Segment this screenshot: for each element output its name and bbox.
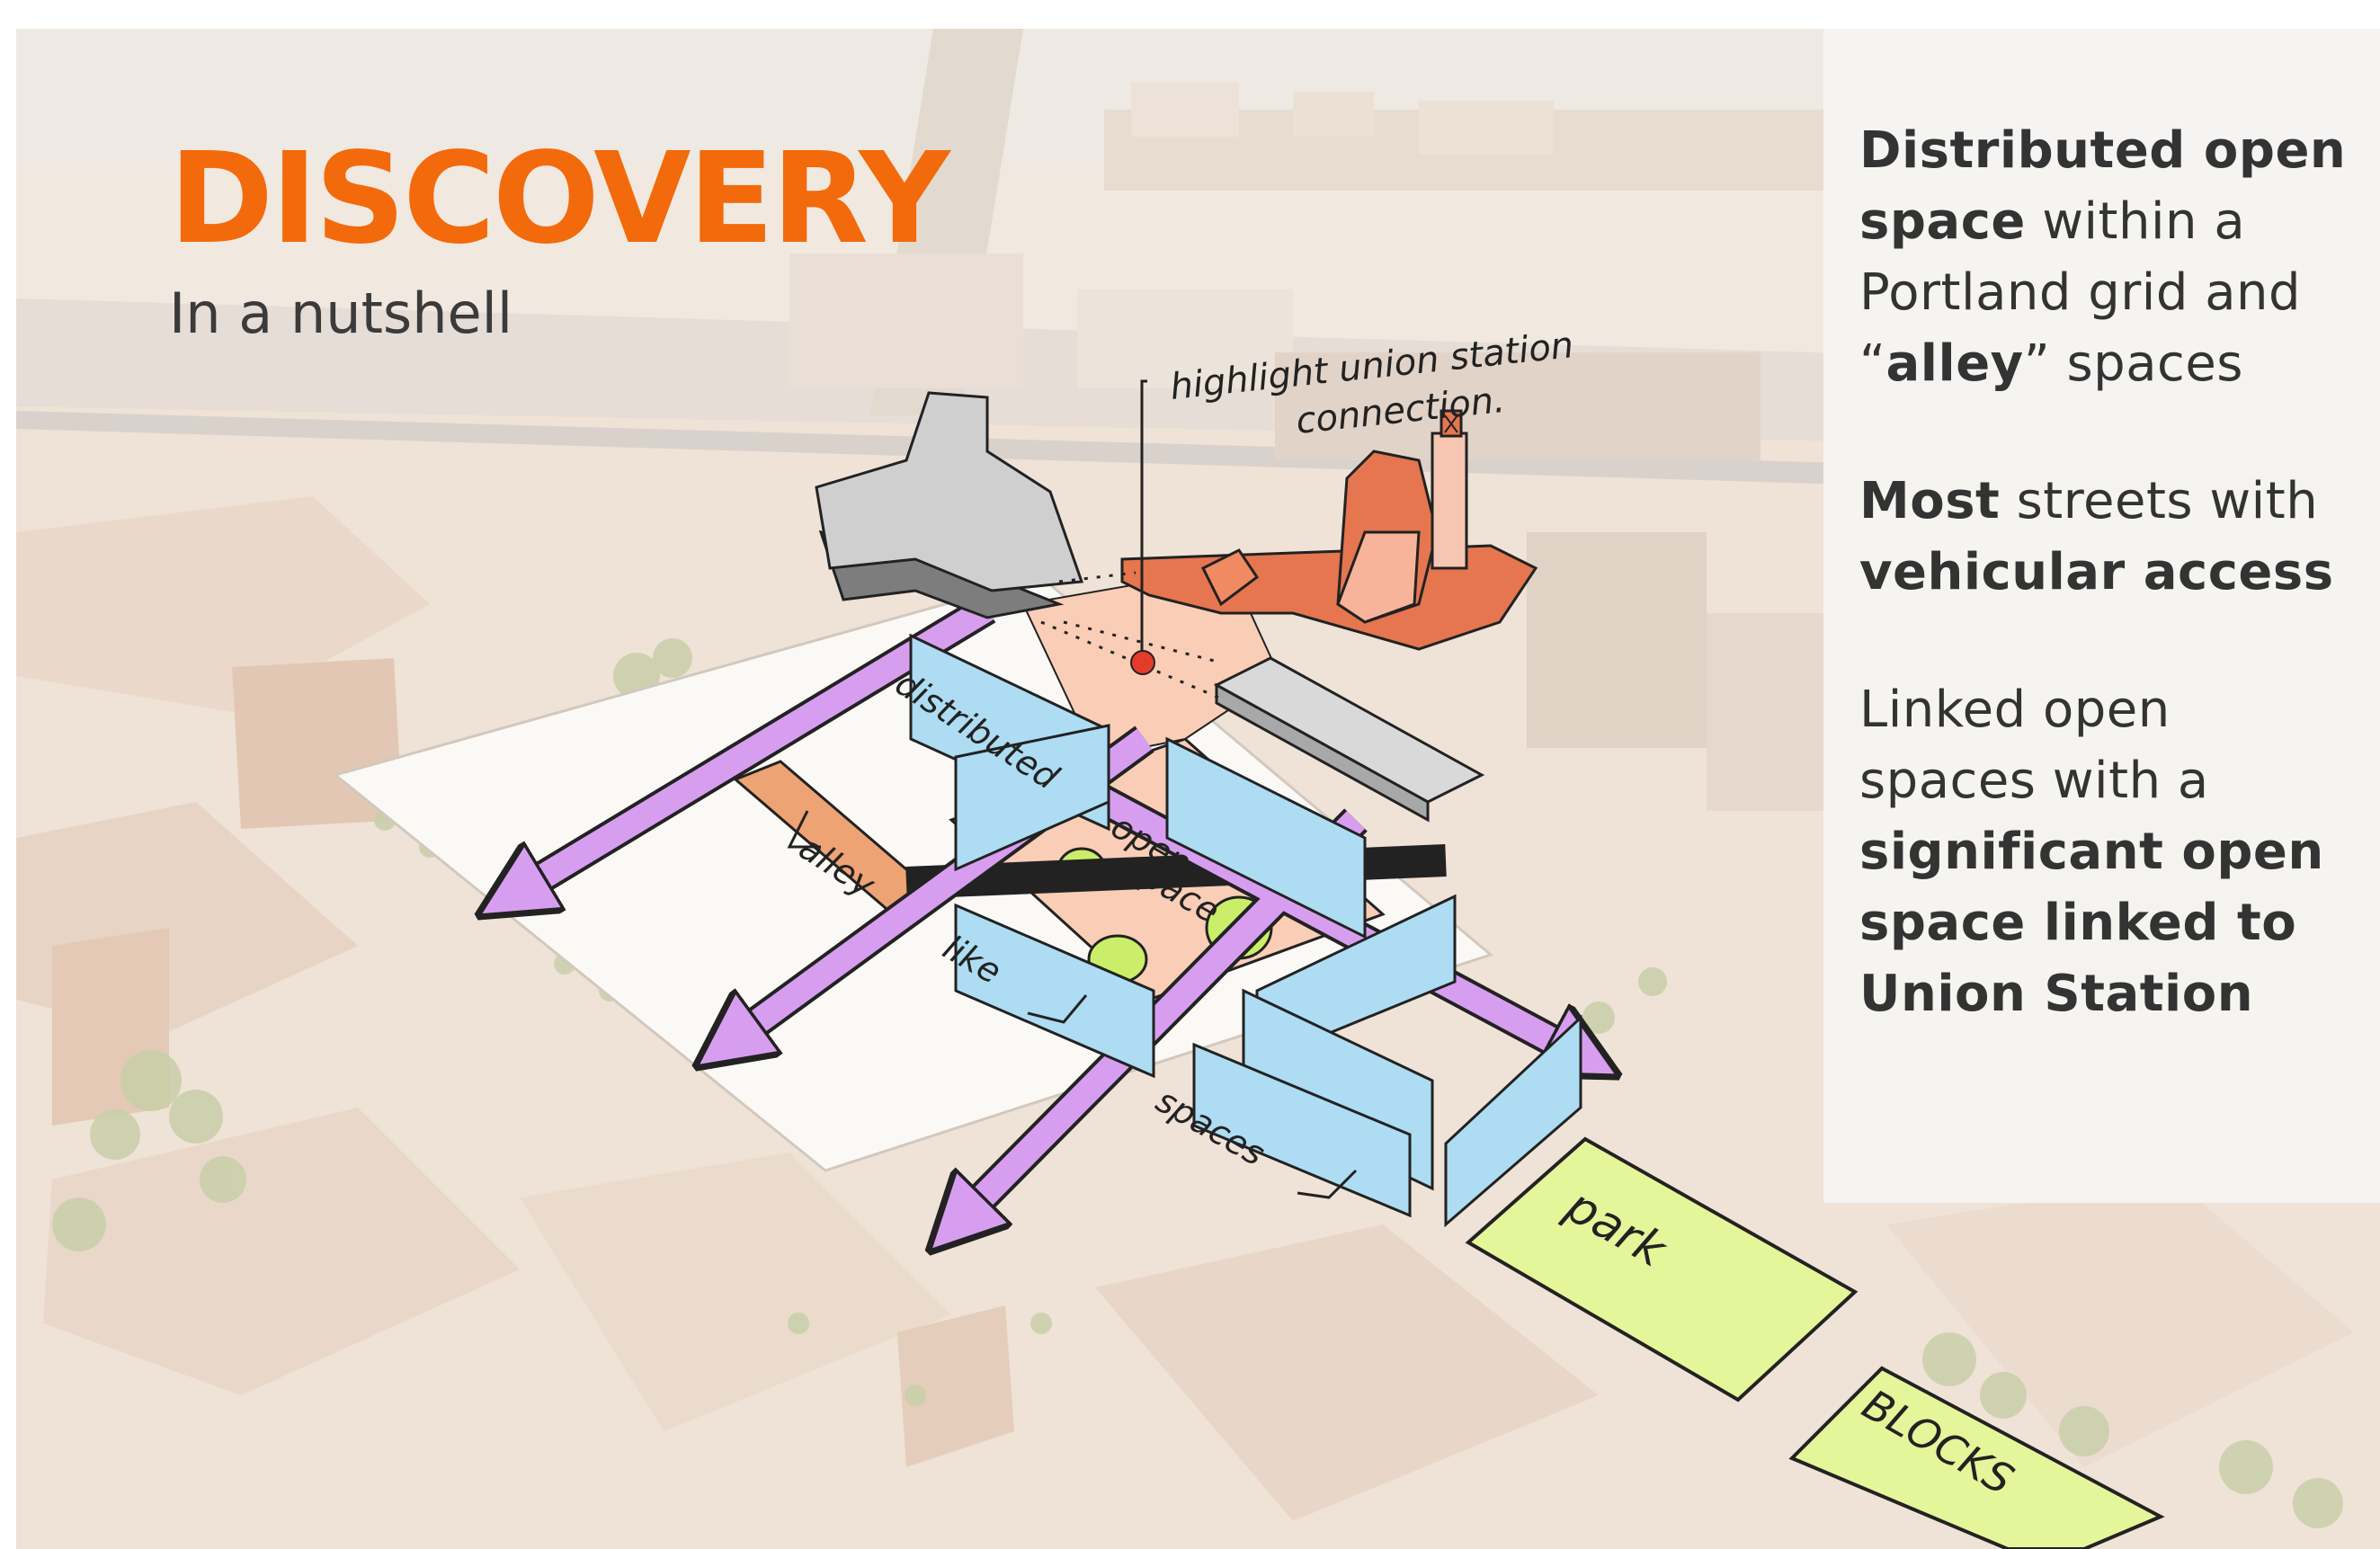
- summary-point-2-bold-1: Most: [1859, 472, 2001, 530]
- urban-sketch-diagram: highlight union station connection. dist…: [16, 29, 2380, 1549]
- page-subtitle: In a nutshell: [169, 280, 513, 346]
- summary-panel: Distributed open space within a Portland…: [1823, 29, 2380, 1203]
- summary-point-3: Linked open spaces with a significant op…: [1859, 674, 2362, 1029]
- summary-point-3-bold-1: significant open space linked to Union S…: [1859, 823, 2324, 1023]
- union-station: [1120, 409, 1538, 651]
- park-block: [1788, 1366, 2165, 1549]
- summary-point-1: Distributed open space within a Portland…: [1859, 115, 2362, 399]
- grey-buildings: [815, 391, 1485, 823]
- page-title: DISCOVERY: [169, 126, 950, 272]
- summary-point-1-text-1: within a Portland grid and “: [1859, 192, 2302, 393]
- park-block: [1465, 1136, 1859, 1402]
- summary-point-2-bold-2: vehicular access: [1859, 543, 2334, 601]
- building-walls: [909, 633, 1582, 1228]
- annotation-leader: [1140, 379, 1147, 658]
- summary-point-1-bold-1: Distributed open space: [1859, 121, 2347, 251]
- station-marker: [1130, 650, 1155, 675]
- summary-point-1-bold-2: alley: [1885, 334, 2024, 393]
- label-leaders: [787, 810, 1358, 1199]
- summary-point-2-text-1: streets with: [2000, 472, 2319, 530]
- summary-point-2: Most streets with vehicular access: [1859, 466, 2362, 608]
- connection-dotted-lines: [1040, 571, 1222, 700]
- summary-point-3-text-1: Linked open spaces with a: [1859, 681, 2209, 810]
- summary-point-1-text-2: ” spaces: [2023, 334, 2243, 393]
- title-block: DISCOVERY In a nutshell: [169, 126, 950, 346]
- slide-canvas: highlight union station connection. dist…: [16, 29, 2380, 1549]
